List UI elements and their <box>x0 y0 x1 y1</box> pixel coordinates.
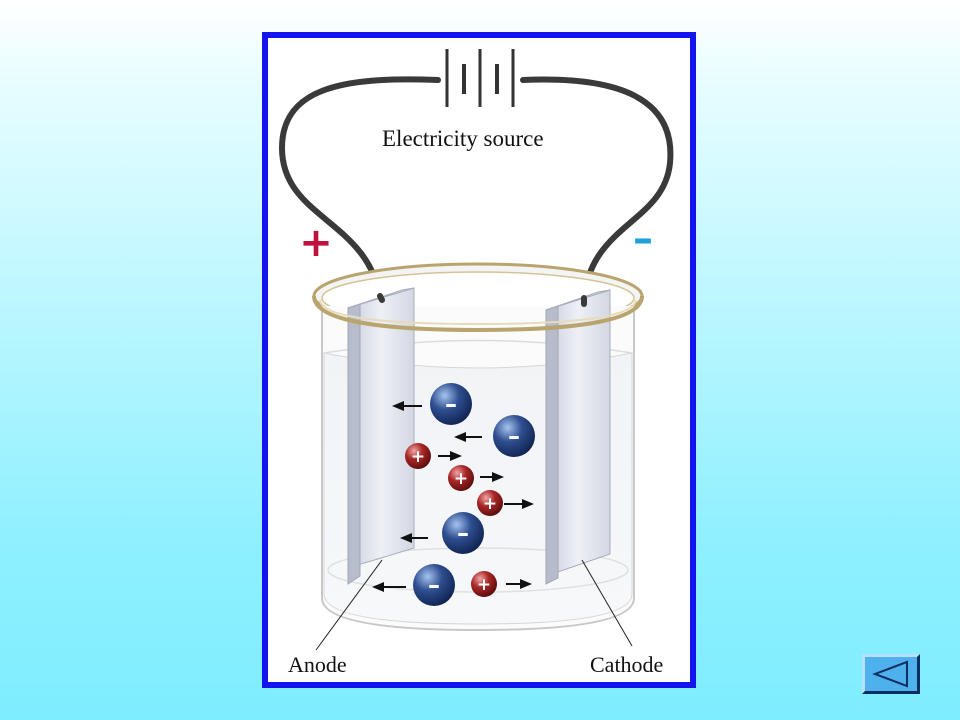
wire-negative <box>520 76 674 303</box>
svg-text:–: – <box>457 519 469 547</box>
cation: + <box>471 571 497 597</box>
cathode-label: Cathode <box>590 652 664 677</box>
cation: + <box>477 490 503 516</box>
electrolysis-diagram: + – – – – – + + + + <box>278 49 674 651</box>
anion: – <box>442 512 484 554</box>
negative-terminal-sign: – <box>633 216 653 262</box>
arrow-right <box>438 451 462 461</box>
triangle-left-icon <box>872 660 908 688</box>
svg-text:+: + <box>411 447 425 467</box>
arrow-left <box>372 582 406 592</box>
svg-text:+: + <box>454 469 468 489</box>
anion: – <box>430 383 472 425</box>
anode-plate <box>347 287 415 585</box>
svg-text:–: – <box>508 422 520 450</box>
battery-symbol <box>445 49 515 107</box>
cation: + <box>405 443 431 469</box>
positive-terminal-sign: + <box>299 220 333 266</box>
electricity-source-label: Electricity source <box>382 126 544 151</box>
cathode-plate <box>545 289 611 585</box>
arrow-left <box>392 401 422 411</box>
arrow-left <box>454 432 482 442</box>
diagram-frame: + – – – – – + + + + Electricity source A… <box>262 32 696 688</box>
svg-text:+: + <box>483 494 497 514</box>
arrow-left <box>400 533 428 543</box>
cathode-pointer-line <box>581 559 633 647</box>
back-button[interactable] <box>862 654 920 694</box>
svg-text:–: – <box>428 571 440 599</box>
anion: – <box>413 564 455 606</box>
arrow-right <box>480 472 504 482</box>
svg-text:–: – <box>445 390 457 418</box>
ion-arrows <box>372 401 534 592</box>
cation: + <box>448 465 474 491</box>
anode-pointer-line <box>315 559 383 651</box>
arrow-right <box>504 499 534 509</box>
svg-text:+: + <box>477 575 491 595</box>
anode-label: Anode <box>288 652 347 677</box>
arrow-right <box>506 579 532 589</box>
anion: – <box>493 415 535 457</box>
wire-positive <box>278 76 441 301</box>
